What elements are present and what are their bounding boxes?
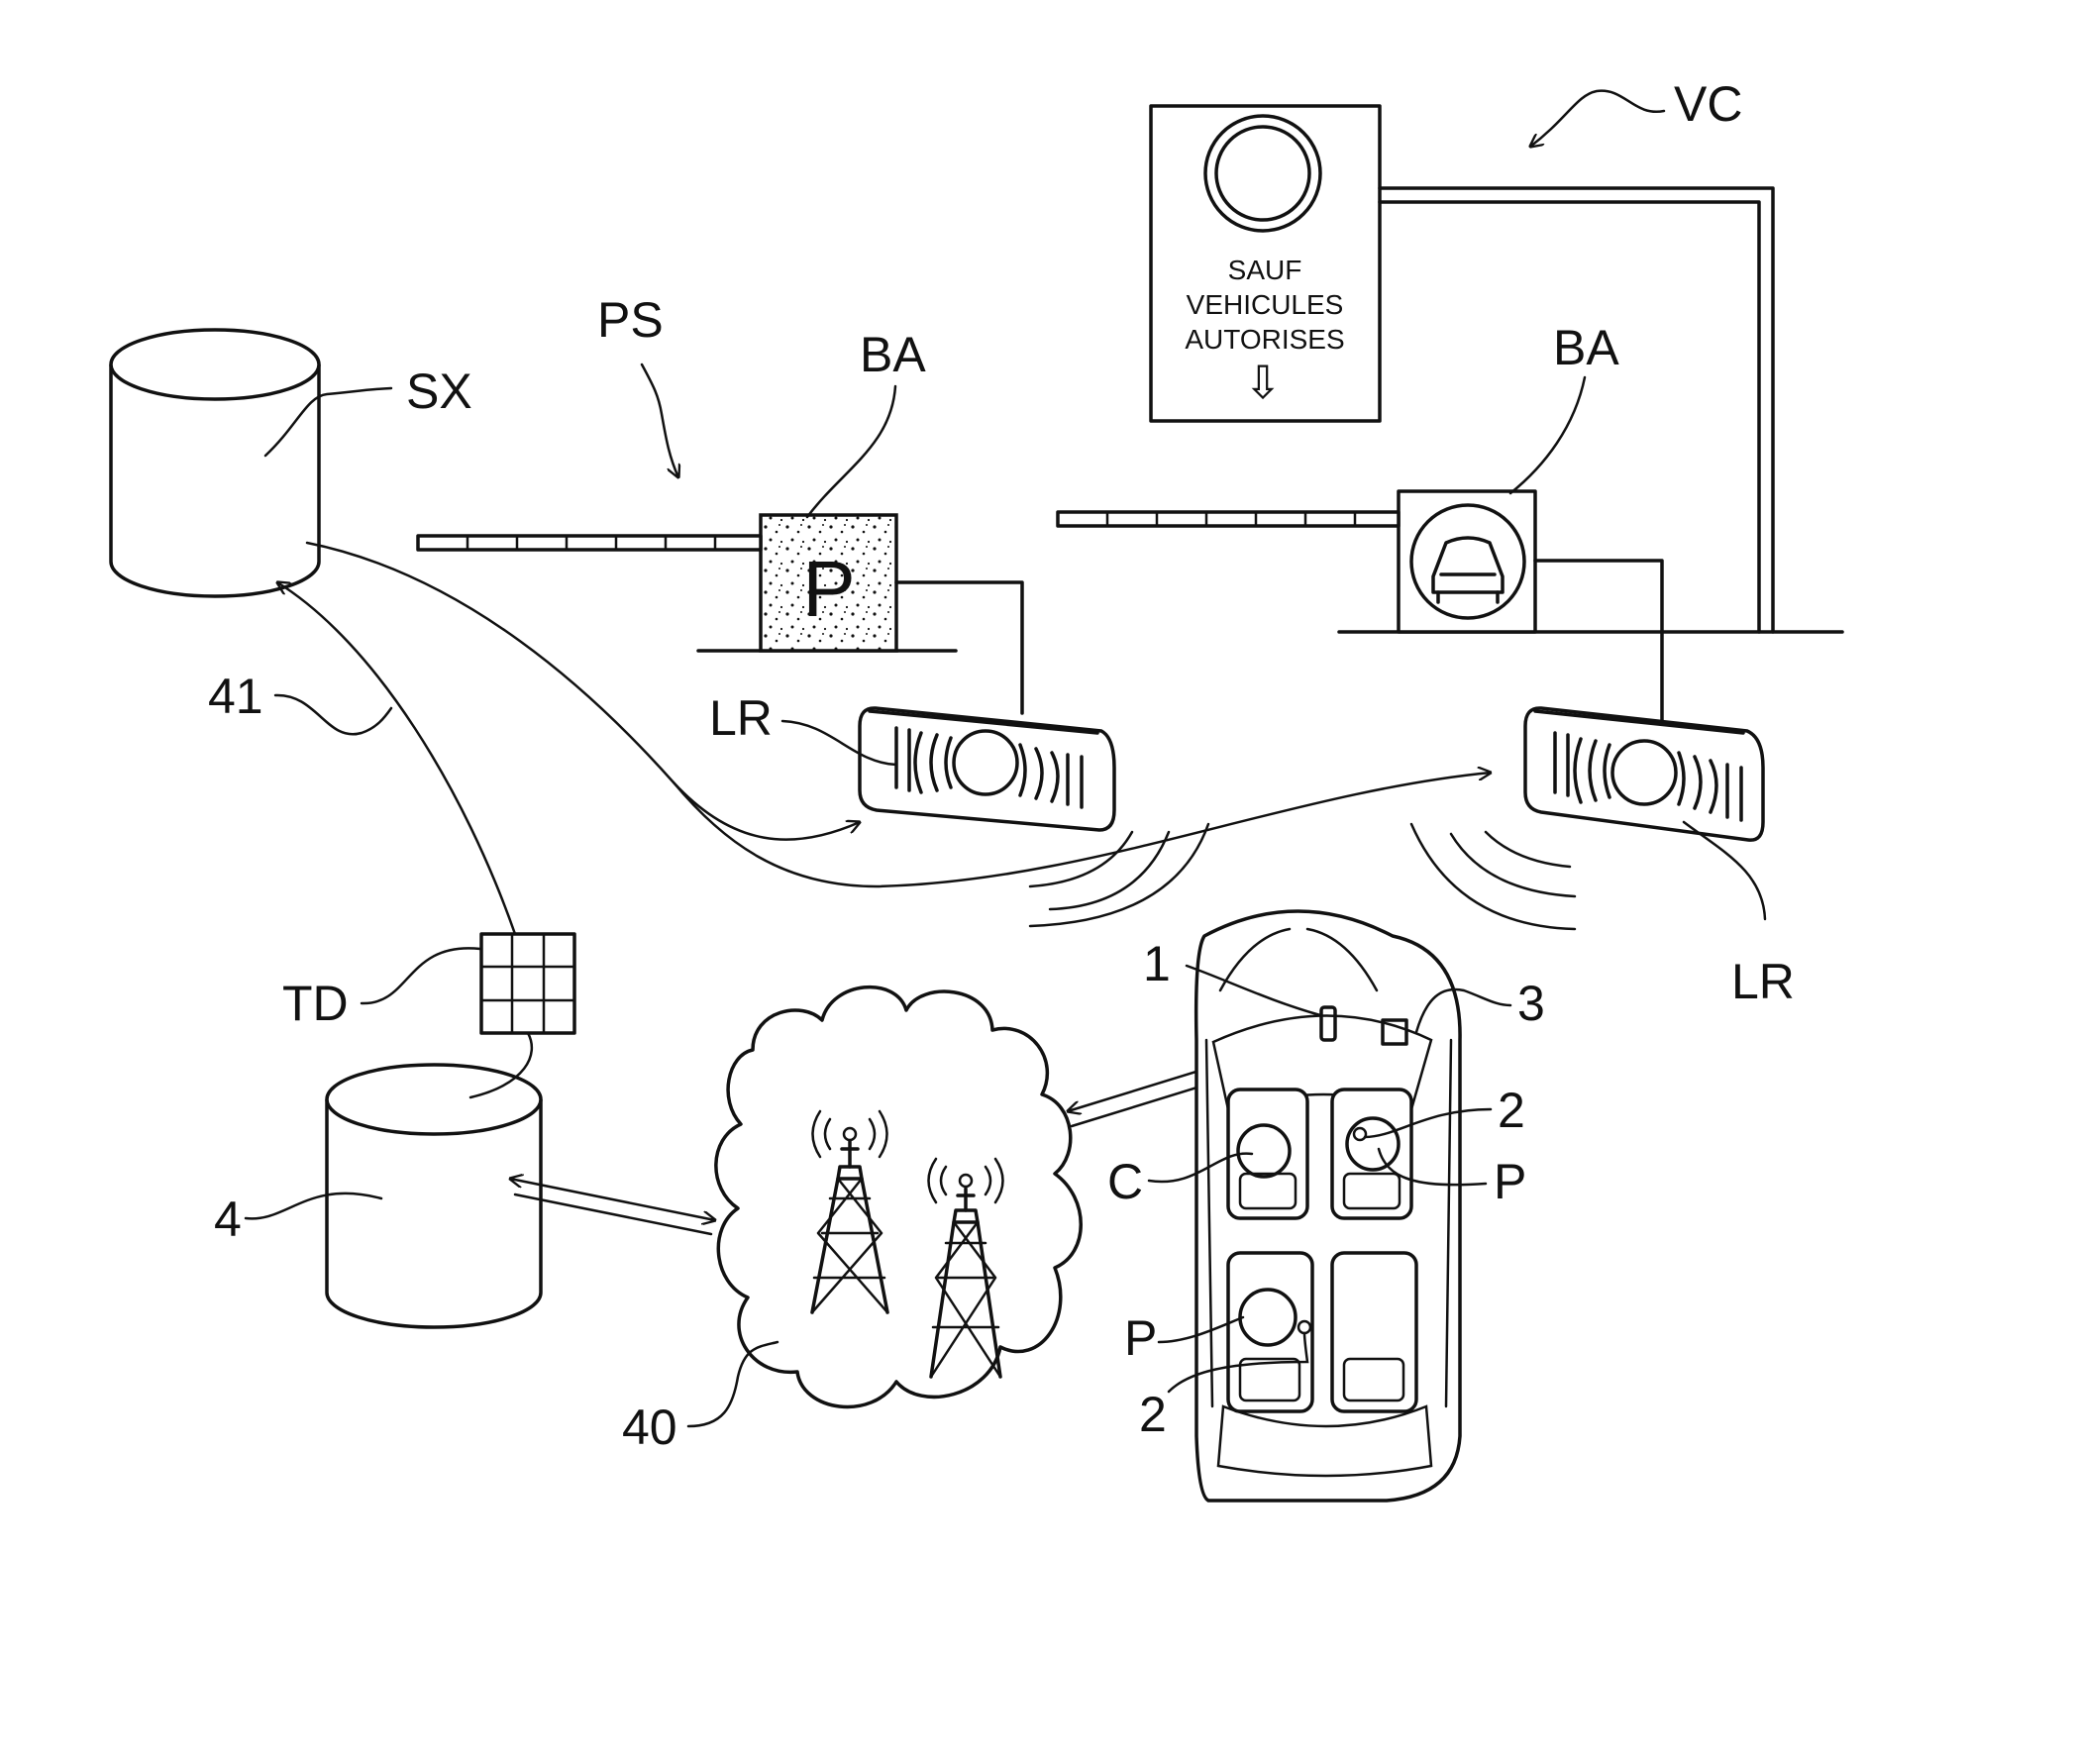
parking-p-sign: P [802, 545, 855, 633]
label-n1: 1 [1143, 936, 1171, 991]
ba-left-label: BA [807, 327, 926, 517]
label-ba-left: BA [860, 327, 926, 382]
label-ps: PS [597, 292, 664, 348]
td-label: TD [282, 948, 480, 1031]
label-n40: 40 [622, 1400, 677, 1455]
lr-right-label: LR [1684, 822, 1795, 1009]
signal-waves-left [1030, 824, 1208, 926]
vc-label: VC [1530, 76, 1742, 147]
label-n3: 3 [1517, 976, 1545, 1031]
label-td: TD [282, 976, 349, 1031]
database-4 [327, 1065, 541, 1327]
signal-waves-right [1411, 824, 1575, 929]
reader-left [860, 708, 1114, 830]
sign-line-3: AUTORISES [1185, 324, 1344, 355]
label-p-left: P [1124, 1310, 1157, 1366]
down-arrow-icon: ⇩ [1244, 357, 1283, 408]
ps-label: PS [597, 292, 678, 477]
label-lr-right: LR [1731, 954, 1795, 1009]
label-p-right: P [1494, 1154, 1526, 1209]
label-n2-top: 2 [1498, 1083, 1525, 1138]
vehicle-top-view [1196, 911, 1460, 1501]
td-grid [481, 934, 574, 1033]
database-sx [111, 330, 319, 596]
n41-label: 41 [208, 669, 391, 734]
label-n41: 41 [208, 669, 263, 724]
arrow-td-to-sx [277, 582, 515, 934]
right-barrier [1058, 491, 1842, 733]
label-sx: SX [406, 363, 472, 419]
label-vc: VC [1674, 76, 1742, 132]
ba-right-label: BA [1510, 320, 1619, 493]
reader-right [1525, 708, 1763, 840]
label-c: C [1107, 1154, 1143, 1209]
label-n4: 4 [214, 1192, 242, 1247]
label-lr-left: LR [709, 690, 773, 746]
left-barrier: P [418, 515, 1022, 713]
sign-line-1: SAUF [1228, 255, 1302, 285]
traffic-sign: SAUF VEHICULES AUTORISES ⇩ [1151, 106, 1380, 421]
label-n2-bottom: 2 [1139, 1387, 1167, 1442]
sign-line-2: VEHICULES [1187, 289, 1344, 320]
label-ba-right: BA [1553, 320, 1619, 375]
